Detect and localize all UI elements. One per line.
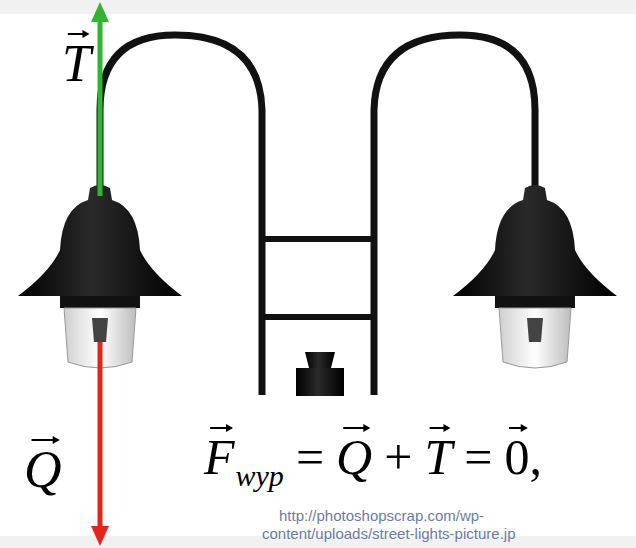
force-vector-t xyxy=(98,20,103,196)
operator: = xyxy=(464,432,492,482)
lamp-head xyxy=(453,185,617,368)
arrow-head xyxy=(91,526,109,546)
operator: = xyxy=(296,432,324,482)
source-url: content/uploads/street-lights-picture.jp xyxy=(262,526,515,541)
ground xyxy=(0,396,636,400)
cross-bar xyxy=(262,314,374,320)
vector-accent xyxy=(204,423,235,433)
punctuation: , xyxy=(529,432,542,482)
vector-accent xyxy=(504,423,529,433)
vector-accent xyxy=(424,423,452,433)
equation: Fwyp=Q+T=0, xyxy=(204,432,542,482)
post-finial xyxy=(305,352,335,368)
arrow-head xyxy=(91,2,109,22)
zero-vector: 0 xyxy=(504,432,529,482)
vector-symbol: Q xyxy=(24,444,62,496)
cross-bar xyxy=(262,236,374,242)
source-url: http://photoshopscrap.com/wp- xyxy=(279,508,484,523)
force-vector-q xyxy=(98,342,103,528)
slide-band xyxy=(0,0,636,14)
operator: + xyxy=(384,432,412,482)
vector-symbol: T xyxy=(62,38,91,90)
lamp-head xyxy=(18,185,182,368)
subscript: wyp xyxy=(236,461,284,491)
vector-accent xyxy=(24,435,62,445)
vector-accent xyxy=(62,29,91,39)
post-top xyxy=(296,368,344,396)
vector-symbol: F xyxy=(204,432,235,482)
vector-symbol: T xyxy=(424,432,452,482)
vector-symbol: Q xyxy=(336,432,372,482)
vector-accent xyxy=(336,423,372,433)
